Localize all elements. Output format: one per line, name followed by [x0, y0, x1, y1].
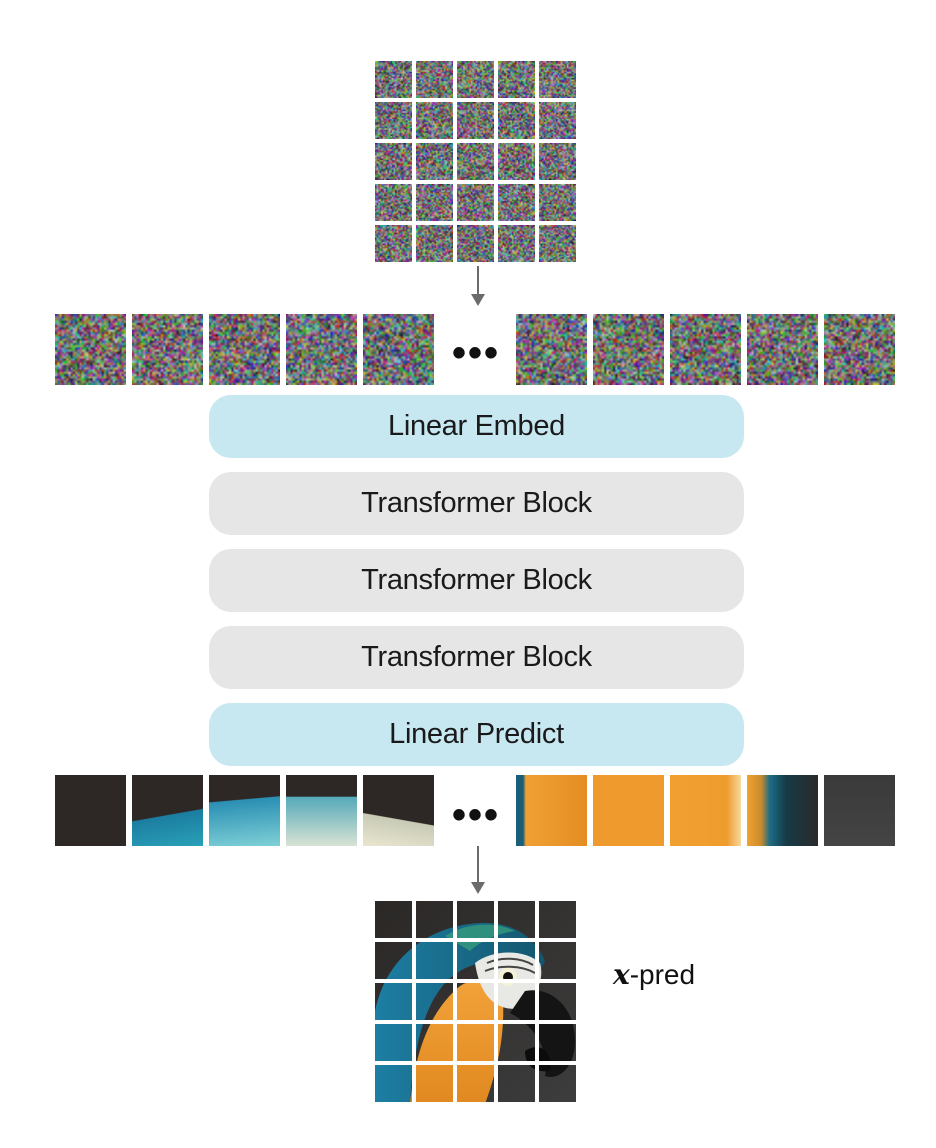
noisy-patch	[286, 314, 357, 385]
noisy-input-patch	[416, 61, 453, 98]
noisy-input-patch	[457, 225, 494, 262]
noisy-input-patch	[375, 102, 412, 139]
grid-cell	[498, 901, 535, 938]
grid-cell	[539, 983, 576, 1020]
noisy-patch	[55, 314, 126, 385]
grid-cell	[457, 942, 494, 979]
grid-cell	[416, 901, 453, 938]
noisy-input-patch	[416, 143, 453, 180]
noisy-patch	[747, 314, 818, 385]
noisy-patch	[209, 314, 280, 385]
grid-cell	[375, 942, 412, 979]
predicted-patch	[363, 775, 434, 846]
grid-cell	[498, 1024, 535, 1061]
grid-cell	[375, 901, 412, 938]
arrow-down-2	[468, 846, 488, 894]
grid-cell	[457, 1024, 494, 1061]
noisy-input-patch	[457, 102, 494, 139]
grid-cell	[375, 1024, 412, 1061]
noisy-input-patch	[375, 143, 412, 180]
predicted-patch	[824, 775, 895, 846]
noisy-input-patch	[375, 184, 412, 221]
predicted-patch	[286, 775, 357, 846]
predicted-patch	[55, 775, 126, 846]
noisy-patch	[132, 314, 203, 385]
noisy-input-patch	[539, 225, 576, 262]
noisy-input-patch	[375, 225, 412, 262]
grid-cell	[375, 983, 412, 1020]
noisy-input-patch	[539, 102, 576, 139]
noisy-input-patch	[416, 102, 453, 139]
grid-cell	[498, 983, 535, 1020]
predicted-patch	[747, 775, 818, 846]
predicted-image-grid	[375, 901, 578, 1104]
noisy-patch	[670, 314, 741, 385]
predicted-patch	[670, 775, 741, 846]
noisy-input-patch	[457, 61, 494, 98]
grid-cell	[539, 1065, 576, 1102]
noisy-input-patch	[498, 225, 535, 262]
grid-cell	[416, 942, 453, 979]
predicted-patch	[593, 775, 664, 846]
linear-predict-block: Linear Predict	[209, 703, 744, 766]
noisy-input-grid	[375, 61, 576, 262]
noisy-input-patch	[498, 102, 535, 139]
transformer-block-3: Transformer Block	[209, 626, 744, 689]
transformer-block-2: Transformer Block	[209, 549, 744, 612]
noisy-input-patch	[539, 143, 576, 180]
noisy-input-patch	[457, 143, 494, 180]
grid-cell	[416, 1024, 453, 1061]
noisy-input-patch	[498, 184, 535, 221]
noisy-input-patch	[416, 225, 453, 262]
noisy-input-patch	[539, 61, 576, 98]
linear-embed-block: Linear Embed	[209, 395, 744, 458]
grid-cell	[539, 942, 576, 979]
grid-cell	[457, 1065, 494, 1102]
grid-cell	[416, 1065, 453, 1102]
grid-cell	[498, 942, 535, 979]
noisy-input-patch	[416, 184, 453, 221]
x-pred-label: x-pred	[613, 958, 695, 991]
noisy-patch	[363, 314, 434, 385]
grid-cell	[457, 901, 494, 938]
grid-lines	[375, 901, 576, 1102]
grid-cell	[457, 983, 494, 1020]
noisy-input-patch	[498, 143, 535, 180]
grid-cell	[539, 1024, 576, 1061]
grid-cell	[498, 1065, 535, 1102]
ellipsis-bottom: •••	[452, 793, 501, 837]
noisy-input-patch	[375, 61, 412, 98]
noisy-patch	[516, 314, 587, 385]
x-pred-suffix: -pred	[629, 959, 696, 990]
predicted-patch	[132, 775, 203, 846]
parrot-image	[375, 901, 578, 1104]
predicted-patch	[209, 775, 280, 846]
noisy-input-patch	[539, 184, 576, 221]
arrow-down-1	[468, 266, 488, 306]
noisy-patch	[593, 314, 664, 385]
grid-cell	[539, 901, 576, 938]
grid-cell	[375, 1065, 412, 1102]
grid-cell	[416, 983, 453, 1020]
predicted-patch	[516, 775, 587, 846]
noisy-input-patch	[457, 184, 494, 221]
transformer-block-1: Transformer Block	[209, 472, 744, 535]
x-variable: x	[613, 958, 630, 991]
ellipsis-top: •••	[452, 331, 501, 375]
noisy-input-patch	[498, 61, 535, 98]
noisy-patch	[824, 314, 895, 385]
